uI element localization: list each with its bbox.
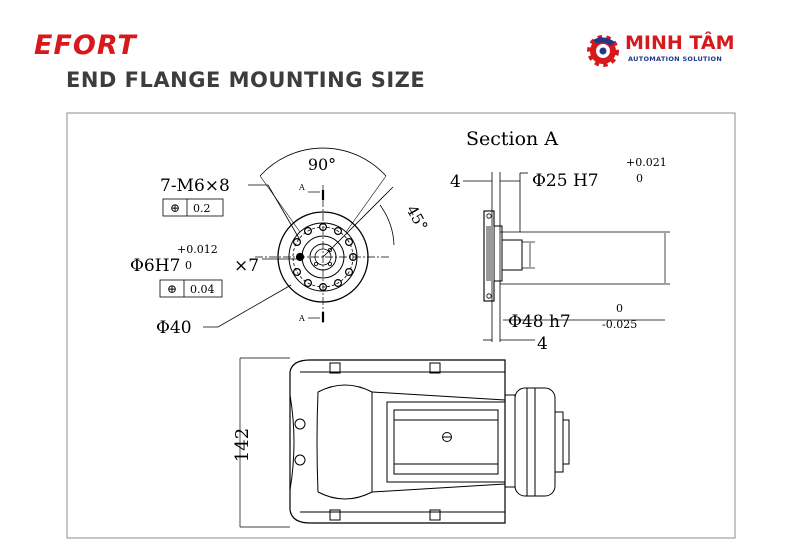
partner-name: MINH TÂM [625, 32, 735, 54]
angle-45-label: 45° [403, 202, 432, 234]
section-a-view [463, 172, 670, 342]
thread-tolerance-value: 0.2 [193, 202, 211, 215]
depth-top-label: 4 [450, 172, 461, 192]
efort-logo: EFORT [34, 30, 137, 61]
bore-tolerance-upper: +0.021 [626, 156, 667, 169]
flange-spec-label: Φ48 h7 [508, 312, 571, 332]
pin-tolerance-upper: +0.012 [177, 243, 218, 256]
pin-tolerance-frame: ⊕ 0.04 [159, 279, 223, 298]
wrist-side-view [239, 357, 570, 528]
flange-tolerance-upper: 0 [616, 302, 623, 315]
page-title: END FLANGE MOUNTING SIZE [66, 68, 426, 92]
bore-tolerance-lower: 0 [636, 172, 643, 185]
section-mark-bottom: A [298, 314, 305, 323]
pin-tolerance-lower: 0 [185, 259, 192, 272]
depth-bottom-label: 4 [537, 334, 548, 354]
partner-tagline: AUTOMATION SOLUTION [628, 55, 723, 63]
minh-tam-logo: MINH TÂM AUTOMATION SOLUTION [585, 32, 770, 72]
bore-spec-label: Φ25 H7 [532, 171, 599, 191]
section-title: Section A [466, 128, 558, 150]
height-dimension-label: 142 [232, 428, 253, 462]
flange-front-view [203, 147, 395, 328]
flange-tolerance-lower: -0.025 [602, 318, 637, 331]
gear-icon [587, 35, 619, 67]
pin-tolerance-value: 0.04 [190, 283, 215, 296]
angle-90-label: 90° [308, 155, 336, 174]
thread-tolerance-frame: ⊕ 0.2 [162, 198, 224, 217]
section-mark-top: A [298, 183, 305, 192]
pin-spec-label: Φ6H7 [130, 256, 180, 276]
drawing-frame [66, 112, 736, 539]
position-tolerance-icon: ⊕ [167, 282, 177, 296]
pin-count-label: ×7 [234, 256, 259, 276]
position-tolerance-icon: ⊕ [170, 201, 180, 215]
pitch-diameter-label: Φ40 [156, 318, 192, 338]
thread-spec-label: 7-M6×8 [160, 176, 230, 196]
